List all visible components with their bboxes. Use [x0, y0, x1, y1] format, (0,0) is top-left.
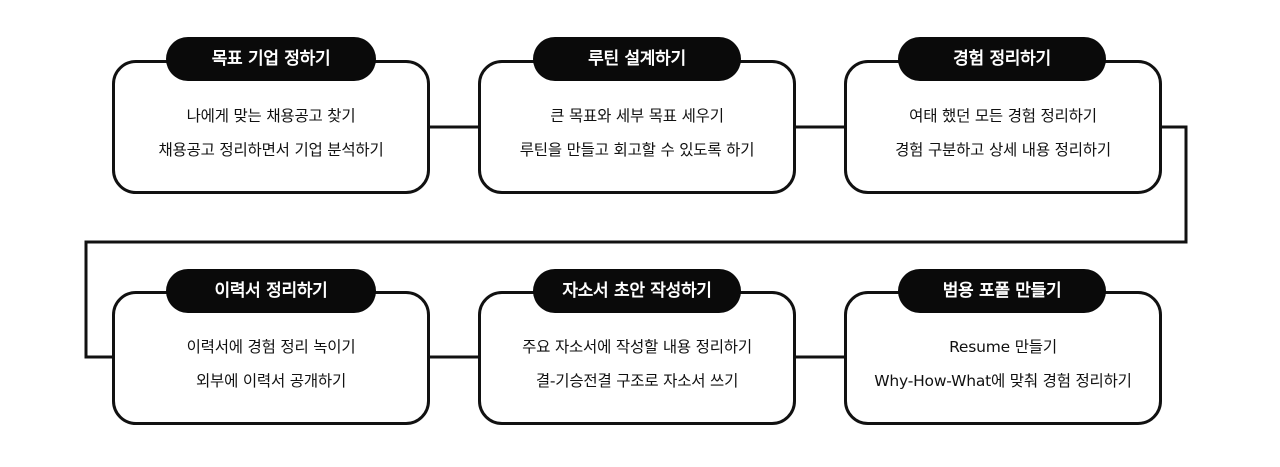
step-5-line-2: 결-기승전결 구조로 자소서 쓰기	[535, 372, 739, 390]
step-card-3: 여태 했던 모든 경험 정리하기 경험 구분하고 상세 내용 정리하기	[844, 60, 1162, 194]
step-4-title: 이력서 정리하기	[166, 269, 376, 313]
step-2-title: 루틴 설계하기	[533, 37, 741, 81]
step-4-line-2: 외부에 이력서 공개하기	[195, 372, 347, 390]
step-6-title: 범용 포폴 만들기	[898, 269, 1106, 313]
step-1-line-2: 채용공고 정리하면서 기업 분석하기	[158, 141, 384, 159]
step-3-line-1: 여태 했던 모든 경험 정리하기	[909, 107, 1097, 125]
step-card-6: Resume 만들기 Why-How-What에 맞춰 경험 정리하기	[844, 291, 1162, 425]
step-card-2: 큰 목표와 세부 목표 세우기 루틴을 만들고 회고할 수 있도록 하기	[478, 60, 796, 194]
step-1-line-1: 나에게 맞는 채용공고 찾기	[186, 107, 356, 125]
step-2-line-2: 루틴을 만들고 회고할 수 있도록 하기	[519, 141, 755, 159]
step-5-line-1: 주요 자소서에 작성할 내용 정리하기	[522, 338, 752, 356]
step-4-line-1: 이력서에 경험 정리 녹이기	[186, 338, 356, 356]
step-1-title: 목표 기업 정하기	[166, 37, 376, 81]
step-6-line-2: Why-How-What에 맞춰 경험 정리하기	[874, 372, 1132, 390]
connector-3-6	[84, 125, 1188, 359]
step-card-1: 나에게 맞는 채용공고 찾기 채용공고 정리하면서 기업 분석하기	[112, 60, 430, 194]
step-3-title: 경험 정리하기	[898, 37, 1106, 81]
step-card-4: 이력서에 경험 정리 녹이기 외부에 이력서 공개하기	[112, 291, 430, 425]
step-6-line-1: Resume 만들기	[949, 338, 1057, 356]
step-2-line-1: 큰 목표와 세부 목표 세우기	[550, 107, 724, 125]
step-5-title: 자소서 초안 작성하기	[533, 269, 741, 313]
step-3-line-2: 경험 구분하고 상세 내용 정리하기	[895, 141, 1111, 159]
